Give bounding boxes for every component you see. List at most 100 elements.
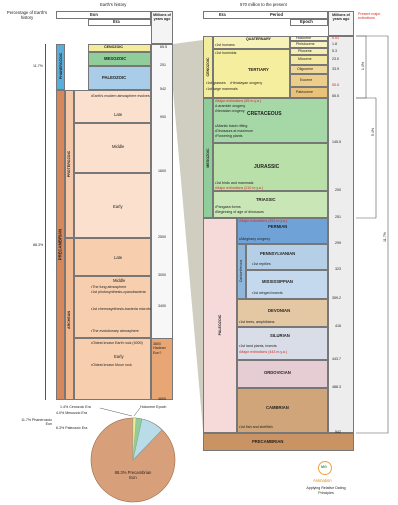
r-tick-251: 251 (335, 215, 341, 219)
period-permian-label: PERMIAN (268, 224, 288, 229)
r-tick-2: 5.3 (332, 49, 337, 53)
epoch-oligocene-label: Oligocene (297, 67, 314, 71)
period-ordovician (237, 360, 328, 388)
period-cretaceous (213, 98, 328, 143)
r-era-paleozoic-label: PALEOZOIC (218, 314, 222, 336)
hadean-label: 3800 Hadean Eon? (153, 342, 166, 355)
epoch-holocene (290, 36, 328, 41)
era-archean-late (74, 238, 151, 276)
note-q5: •1st large mammals (206, 87, 238, 91)
note-c6: •Flowering plants (215, 134, 243, 138)
epoch-paleocene-label: Paleocene (296, 90, 313, 94)
pie-label-cenozoic: 1.4% Cenozoic Era (60, 405, 91, 409)
epoch-paleocene (290, 87, 328, 98)
epoch-eocene-label: Eocene (300, 78, 313, 82)
note-c5: •Dinosaurs at maximum (215, 129, 254, 133)
note-q4: •Himalayan orogeny (230, 81, 263, 85)
period-header: Period (270, 12, 284, 17)
epoch-pliocene (290, 48, 328, 55)
era-proterozoic-early-label: Early (113, 204, 123, 209)
eon-proterozoic-label: PROTEROZOIC (67, 150, 71, 178)
r-tick-3: 23.0 (332, 57, 339, 61)
note-o1: •Major extinctions (443 m.y.a.) (239, 350, 288, 354)
eon-archean (65, 238, 74, 400)
r-tick-443: 443.7 (332, 357, 341, 361)
note-atmos: •Earth's modern atmosphere evolves (91, 94, 150, 98)
r-era-precambrian-label: PRECAMBRIAN (252, 439, 284, 444)
period-devonian-label: DEVONIAN (268, 308, 291, 313)
hadean-cell (151, 338, 173, 400)
r-tick-145: 145.5 (332, 140, 341, 144)
pct-precambrian: 88.3% (33, 243, 44, 247)
period-triassic (213, 191, 328, 218)
period-permian (237, 218, 328, 244)
period-quaternary (213, 36, 290, 49)
note-m1: •The fung atmosphere (91, 285, 127, 289)
animation-badge-text: MG (321, 465, 327, 469)
pie-label-phanerozoic: 11.7% Phanerozoic Eon (21, 418, 52, 427)
note-m2: •1st photosynthesis-cyanobacteria (91, 290, 146, 294)
epoch-pleistocene (290, 41, 328, 48)
right-era-header: Era (219, 12, 226, 17)
r-tick-323: 323 (335, 267, 341, 271)
note-p1: •Major extinctions (251 m.y.a.) (239, 219, 288, 223)
note-q1: •1st humans (215, 43, 235, 47)
period-pennsylvanian (246, 244, 328, 270)
epoch-pleistocene-label: Pleistocene (296, 42, 315, 46)
epoch-miocene (290, 55, 328, 65)
period-cretaceous-label: CRETACEOUS (247, 111, 282, 117)
period-carboniferous (237, 244, 246, 299)
pie-chart (90, 417, 176, 503)
tick-4600: 4600 (158, 397, 166, 401)
mass-extinction-legend: Present major extinctions (358, 12, 381, 21)
epoch-header: Epoch (300, 19, 313, 24)
epoch-pliocene-label: Pliocene (298, 49, 312, 53)
animation-badge-icon[interactable] (318, 461, 332, 475)
period-tertiary-label: TERTIARY (248, 67, 269, 72)
note-c2: •Laramide orogeny (215, 104, 246, 108)
r-era-mesozoic (203, 98, 213, 218)
note-t1: •Pangaea forms (215, 205, 241, 209)
pct-header: Percentage of Earth's history (6, 10, 48, 20)
era-paleozoic (88, 66, 151, 90)
era-cenozoic (88, 44, 151, 52)
note-cm1: •1st fish and shellfish (239, 425, 273, 429)
tick-251: 251 (160, 63, 166, 67)
note-e1: •The evolutionary atmosphere (91, 329, 139, 333)
eon-phanerozoic-label: PHANEROZOIC (59, 52, 63, 80)
era-archean-middle-label: Middle (113, 278, 126, 283)
era-proterozoic-middle (74, 123, 151, 173)
period-cambrian-label: CAMBRIAN (266, 405, 289, 410)
era-proterozoic-late-label: Late (114, 112, 123, 117)
animation-caption: Applying Relative Dating Principles (306, 486, 346, 495)
note-c1: •Major extinctions (65 m.y.a.) (215, 99, 262, 103)
r-tick-542: 542 (335, 430, 341, 434)
note-c4: •Atlantic basin rifting (215, 124, 248, 128)
note-p2: •Alleghany orogeny (239, 237, 271, 241)
epoch-eocene (290, 74, 328, 87)
period-tertiary (213, 49, 290, 98)
note-j1: •1st birds and mammals (215, 181, 254, 185)
mya-header: Millions of years ago (153, 13, 171, 22)
period-carboniferous-label: Carboniferous (239, 259, 243, 283)
period-cambrian (237, 388, 328, 433)
note-c3: •Nevadan orogeny (215, 109, 245, 113)
eon-precambrian-label: PRECAMBRIAN (57, 228, 63, 261)
right-mya-header: Millions of years ago (332, 13, 350, 22)
era-proterozoic-late (74, 90, 151, 123)
epoch-holocene-label: Holocene (296, 36, 312, 40)
era-paleozoic-label: PALEOZOIC (102, 75, 127, 80)
era-archean-middle (74, 276, 151, 338)
eon-proterozoic (65, 90, 74, 238)
eon-phanerozoic (56, 44, 65, 90)
era-archean-late-label: Late (114, 255, 123, 260)
note-j2: •Major extinctions (210 m.y.a.) (215, 186, 264, 190)
note-s1: •1st land plants, insects (239, 344, 277, 348)
note-m3: •1st chemosynthesis-bacteria microfossil… (91, 307, 158, 311)
r-tick-4: 33.9 (332, 67, 339, 71)
eon-precambrian (56, 90, 65, 400)
period-silurian (237, 327, 328, 360)
right-panel-title: 570 million to the present (240, 2, 287, 7)
r-era-paleozoic (203, 218, 237, 433)
animation-label[interactable]: Animation (313, 478, 332, 483)
